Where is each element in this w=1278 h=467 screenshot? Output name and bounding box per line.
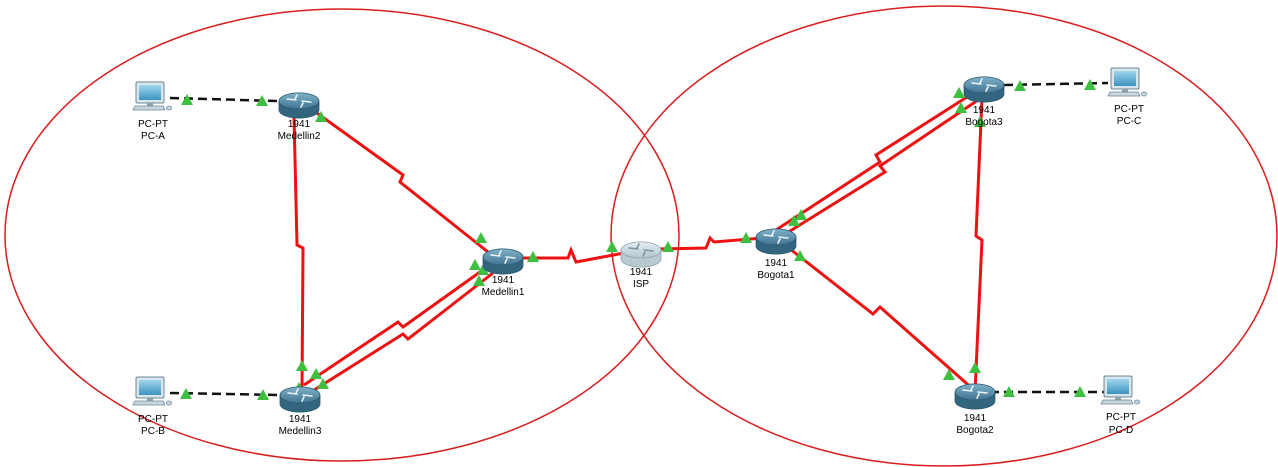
port-up-indicator — [606, 241, 618, 252]
port-up-indicator — [955, 102, 967, 113]
port-up-indicator — [1074, 386, 1086, 397]
router-icon[interactable] — [954, 383, 996, 410]
port-up-indicator — [317, 378, 329, 389]
pc-a-name-label: PC-A — [141, 131, 165, 142]
router-icon[interactable] — [279, 386, 321, 413]
router-icon[interactable] — [620, 241, 662, 268]
devices — [132, 67, 1147, 413]
link-bogota3-bogota2[interactable] — [973, 97, 984, 393]
medellin2-model-label: 1941 — [287, 119, 311, 130]
pc-a-model-label: PC-PT — [138, 119, 168, 130]
bogota2-name-label: Bogota2 — [956, 425, 994, 436]
isp-name-label: ISP — [632, 279, 650, 290]
port-up-indicator — [1014, 80, 1026, 91]
port-up-indicator — [469, 259, 481, 270]
link-medellin3-medellin1-a[interactable] — [303, 265, 488, 387]
pc-b-name-label: PC-B — [141, 426, 165, 437]
bogota3-name-label: Bogota3 — [965, 117, 1003, 128]
bogota1-name-label: Bogota1 — [757, 270, 795, 281]
port-up-indicator — [794, 250, 806, 261]
link-medellin1-isp[interactable] — [518, 245, 641, 264]
bogota-area-outline[interactable] — [610, 5, 1278, 467]
link-bogota1-bogota3-b[interactable] — [781, 94, 985, 238]
pc-d-model-label: PC-PT — [1106, 412, 1136, 423]
port-up-indicator — [662, 241, 674, 252]
serial-links — [292, 88, 985, 394]
port-up-indicator — [953, 87, 965, 98]
router-icon[interactable] — [278, 92, 320, 119]
router-icon[interactable] — [755, 228, 797, 255]
ethernet-links — [169, 81, 1109, 397]
router-icon[interactable] — [963, 76, 1005, 103]
medellin3-name-label: Medellin3 — [278, 426, 322, 437]
link-medellin3-medellin1-b[interactable] — [310, 271, 494, 394]
port-up-indicator — [475, 232, 487, 243]
medellin1-model-label: 1941 — [491, 275, 515, 286]
port-up-indicator — [257, 389, 269, 400]
port-up-indicator — [181, 94, 193, 105]
pc-icon[interactable] — [1100, 375, 1140, 405]
bogota3-model-label: 1941 — [972, 105, 996, 116]
link-bogota1-bogota2[interactable] — [784, 243, 975, 392]
port-up-indicator — [788, 215, 800, 226]
port-up-indicator — [310, 368, 322, 379]
pc-c-name-label: PC-C — [1116, 116, 1142, 127]
port-up-indicator — [795, 209, 807, 220]
bogota2-model-label: 1941 — [963, 413, 987, 424]
router-icon[interactable] — [482, 248, 524, 275]
port-up-indicator — [1003, 386, 1015, 397]
port-up-indicator — [974, 116, 986, 127]
port-up-indicator — [1084, 79, 1096, 90]
port-up-indicator — [477, 264, 489, 275]
port-up-indicator — [740, 232, 752, 243]
medellin3-model-label: 1941 — [288, 414, 312, 425]
pc-icon[interactable] — [1107, 67, 1147, 97]
link-isp-bogota1[interactable] — [657, 235, 777, 251]
isp-model-label: 1941 — [629, 267, 653, 278]
pc-icon[interactable] — [132, 81, 172, 111]
link-bogota1-bogota3-a[interactable] — [775, 88, 979, 232]
medellin1-name-label: Medellin1 — [481, 287, 525, 298]
medellin2-name-label: Medellin2 — [277, 131, 321, 142]
pc-c-model-label: PC-PT — [1114, 104, 1144, 115]
link-medellin2-medellin1[interactable] — [309, 106, 489, 254]
port-up-indicator — [256, 95, 268, 106]
pc-b-model-label: PC-PT — [138, 414, 168, 425]
port-up-indicator — [527, 251, 539, 262]
pc-d-name-label: PC-D — [1108, 425, 1134, 436]
bogota1-model-label: 1941 — [764, 258, 788, 269]
medellin-area-outline[interactable] — [4, 8, 680, 462]
port-up-indicator — [473, 275, 485, 286]
pc-icon[interactable] — [132, 376, 172, 406]
link-medellin2-medellin3[interactable] — [292, 115, 305, 394]
port-up-indicator — [180, 388, 192, 399]
port-up-indicator — [315, 111, 327, 122]
area-outlines — [4, 5, 1278, 467]
port-up-indicator — [296, 360, 308, 371]
port-up-indicator — [969, 362, 981, 373]
port-up-indicator — [943, 369, 955, 380]
